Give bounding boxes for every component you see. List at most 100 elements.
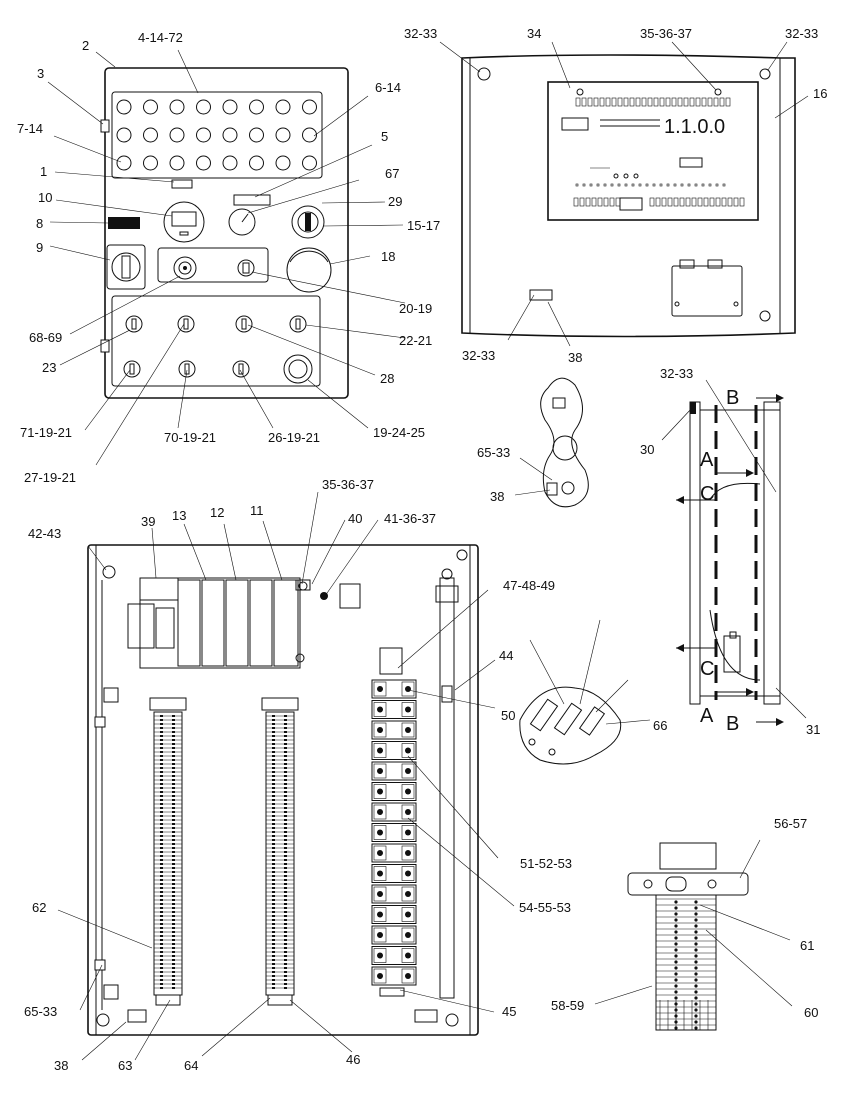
terminal-pin [713, 97, 719, 107]
terminal-screw [160, 831, 163, 833]
relay-screw [377, 706, 383, 713]
relay-icon [371, 966, 417, 986]
led-dot [589, 183, 593, 187]
terminal-screw [284, 963, 287, 965]
callout-label: 5 [381, 129, 388, 144]
callout-label: 23 [42, 360, 56, 375]
terminal-screw [272, 983, 275, 985]
relay-screw [405, 911, 411, 918]
terminal-screw [172, 867, 175, 869]
terminal-pin [635, 97, 641, 107]
terminal-pin [685, 197, 691, 207]
led-dot [708, 183, 712, 187]
terminal-screw [160, 783, 163, 785]
callout-label: 6-14 [375, 80, 401, 95]
terminal-pin [623, 97, 629, 107]
relay-screw [377, 747, 383, 754]
terminal-screw [172, 911, 175, 913]
indicator-lamp-icon [169, 127, 185, 143]
section-letter: B [726, 713, 739, 735]
strip-frame [265, 711, 295, 996]
terminal-screw [694, 912, 698, 916]
terminal-pin [689, 97, 695, 107]
enclosure-rear-view: 1.1.0.0 [461, 54, 796, 338]
terminal-screw [272, 955, 275, 957]
relay-top [379, 647, 403, 675]
callout-label: 38 [490, 489, 504, 504]
callout-label: 30 [640, 442, 654, 457]
relay-screw [405, 850, 411, 856]
terminal-screw [172, 799, 175, 801]
lower-panel [111, 295, 321, 387]
relay-screw [405, 788, 411, 795]
relay-icon [371, 823, 417, 842]
terminal-screw [172, 819, 175, 821]
terminal-screw [284, 875, 287, 877]
terminal-pin [593, 97, 599, 107]
sub-panel [157, 247, 269, 283]
terminal-screw [272, 843, 275, 845]
terminal-screw [172, 715, 175, 717]
terminal-screw [272, 823, 275, 825]
relay-screw [377, 768, 383, 774]
terminal-screw [160, 819, 163, 821]
end-stop [155, 994, 181, 1006]
terminal-pin [647, 97, 653, 107]
terminal-screw [284, 931, 287, 933]
callout-label: 67 [385, 166, 399, 181]
terminal-screw [694, 972, 698, 976]
relay-part [373, 927, 387, 943]
terminal-screw [674, 906, 678, 910]
terminal-screw [160, 747, 163, 749]
terminal-screw [284, 879, 287, 881]
terminal-screw [674, 948, 678, 952]
terminal-screw [284, 859, 287, 861]
terminal-screw [272, 811, 275, 813]
terminal-screw [272, 967, 275, 969]
terminal-screw [272, 883, 275, 885]
terminal-screw [284, 719, 287, 721]
pushbutton-icon [289, 315, 307, 333]
callout-label: 34 [527, 26, 541, 41]
junction-box [671, 265, 743, 317]
terminal-screw [172, 919, 175, 921]
terminal-screw [160, 719, 163, 721]
terminal-pin [725, 97, 731, 107]
led-dot [596, 183, 600, 187]
terminal-screw [160, 951, 163, 953]
led-dot [617, 183, 621, 187]
callout-label: 63 [118, 1058, 132, 1073]
terminal-screw [172, 827, 175, 829]
callout-label: 1 [40, 164, 47, 179]
indicator-lamp-icon [143, 127, 158, 143]
terminal-screw [272, 831, 275, 833]
emergency-stop-button [286, 247, 332, 293]
terminal-block-detail [594, 839, 793, 1031]
indicator-lamp-icon [143, 99, 158, 115]
terminal-pin [603, 197, 609, 207]
end-stop [267, 994, 293, 1006]
terminal-screw [272, 839, 275, 841]
terminal-screw [160, 859, 163, 861]
section-letter: C [700, 658, 714, 680]
callout-label: 65-33 [24, 1004, 57, 1019]
terminal-screw [160, 847, 163, 849]
terminal-screw [284, 811, 287, 813]
terminal-screw [272, 975, 275, 977]
terminal-screw [694, 990, 698, 994]
screw-icon [456, 549, 468, 561]
terminal-screw [284, 775, 287, 777]
terminal-screw [160, 879, 163, 881]
terminal-screw [272, 715, 275, 717]
relay-part [401, 784, 415, 799]
callout-label: 19-24-25 [373, 425, 425, 440]
rotary-switch [173, 256, 197, 280]
terminal-pin [575, 97, 581, 107]
rear-leaders [439, 41, 809, 347]
callout-label: 13 [172, 508, 186, 523]
terminal-screw [272, 875, 275, 877]
callout-label: 56-57 [774, 816, 807, 831]
indicator-lamp-icon [116, 155, 132, 171]
terminal-screw [272, 895, 275, 897]
terminal-pin [579, 197, 585, 207]
